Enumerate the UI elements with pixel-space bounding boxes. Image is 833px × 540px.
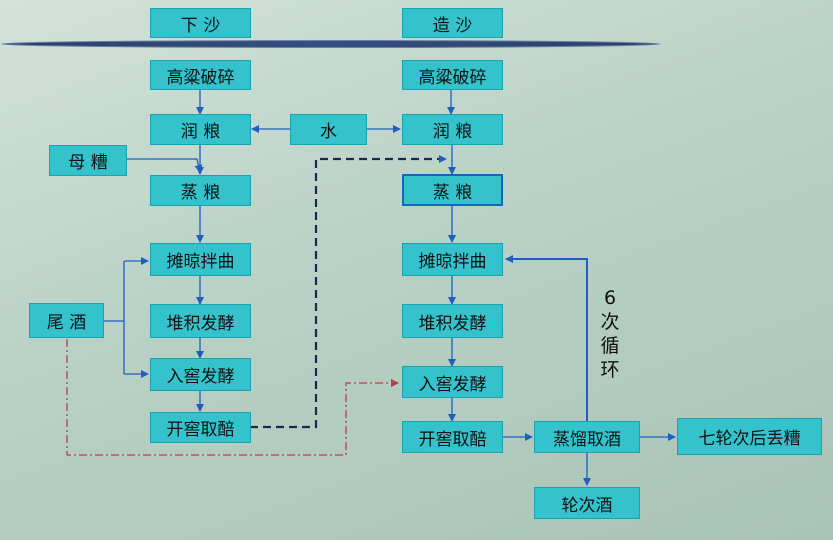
cycle-label-char: 环	[600, 359, 620, 381]
dashed-transfer-link	[250, 155, 447, 429]
right-spread-mix-koji: 摊晾拌曲	[402, 243, 503, 276]
right-steam-grain: 蒸 粮	[402, 174, 503, 206]
water-node: 水	[290, 114, 367, 145]
right-moisten-grain: 润 粮	[402, 114, 503, 145]
cycle-label-char: 循	[600, 335, 620, 357]
right-pile-fermentation: 堆积发酵	[402, 304, 503, 338]
left-spread-mix-koji: 摊晾拌曲	[150, 243, 251, 276]
cycle-loop-arrow	[505, 255, 588, 421]
left-pile-fermentation: 堆积发酵	[150, 304, 251, 338]
discard-after-seven-rounds: 七轮次后丢糟	[677, 418, 822, 455]
right-cellar-fermentation: 入窖发酵	[402, 366, 503, 398]
left-cellar-fermentation: 入窖发酵	[150, 358, 251, 391]
left-column-title: 下 沙	[150, 8, 251, 38]
round-liquor: 轮次酒	[534, 487, 640, 519]
cycle-label-char: 6	[603, 287, 617, 309]
distill-arrows	[503, 433, 676, 486]
left-grind-sorghum: 高粱破碎	[150, 60, 251, 90]
tail-liquor-branch	[103, 257, 149, 378]
right-grind-sorghum: 高粱破碎	[402, 60, 503, 90]
cycle-count-label: 6 次 循 环	[597, 286, 623, 382]
mother-grains-node: 母 糟	[49, 145, 127, 176]
dashdot-tail-link	[66, 339, 399, 456]
tail-liquor-node: 尾 酒	[29, 303, 104, 338]
distill-liquor: 蒸馏取酒	[534, 421, 640, 453]
mother-grains-arrow	[127, 158, 203, 173]
left-open-cellar: 开窖取醅	[150, 412, 251, 443]
left-steam-grain: 蒸 粮	[150, 175, 251, 206]
right-column-title: 造 沙	[402, 8, 503, 38]
cycle-label-char: 次	[600, 311, 620, 333]
header-divider	[1, 40, 661, 48]
right-open-cellar: 开窖取醅	[402, 421, 503, 453]
left-moisten-grain: 润 粮	[150, 114, 251, 145]
right-column-arrows	[447, 89, 456, 422]
